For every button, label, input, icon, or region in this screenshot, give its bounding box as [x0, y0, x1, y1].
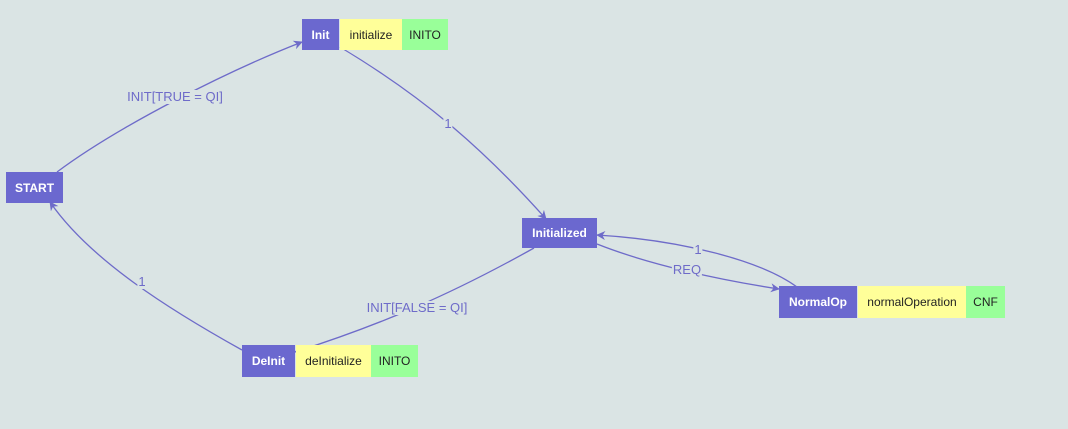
action-output-event-inito-deinit[interactable]: INITO [371, 345, 418, 377]
action-algorithm-normal-operation[interactable]: normalOperation [858, 286, 966, 318]
edge-label-initialized-to-normalop: REQ [671, 262, 703, 277]
state-deinit[interactable]: DeInit [242, 345, 295, 377]
action-output-event-cnf[interactable]: CNF [966, 286, 1005, 318]
edge-label-normalop-to-initialized: 1 [693, 242, 703, 257]
transition-normalop-to-initialized[interactable] [596, 230, 798, 288]
state-normalop[interactable]: NormalOp [779, 286, 857, 318]
transition-deinit-to-start[interactable] [49, 201, 243, 351]
transition-init-to-initialized[interactable] [339, 46, 547, 220]
edge-label-start-to-init: INIT[TRUE = QI] [126, 89, 224, 104]
edge-label-deinit-to-start: 1 [137, 274, 147, 289]
state-init[interactable]: Init [302, 19, 339, 50]
action-algorithm-deinitialize[interactable]: deInitialize [296, 345, 371, 377]
action-output-event-inito[interactable]: INITO [402, 19, 448, 50]
action-algorithm-initialize[interactable]: initialize [340, 19, 402, 50]
edge-label-init-to-initialized: 1 [443, 116, 453, 131]
state-start[interactable]: START [6, 172, 63, 203]
transition-start-to-init[interactable] [56, 40, 303, 173]
edge-label-initialized-to-deinit: INIT[FALSE = QI] [365, 300, 469, 315]
state-initialized[interactable]: Initialized [522, 218, 597, 248]
